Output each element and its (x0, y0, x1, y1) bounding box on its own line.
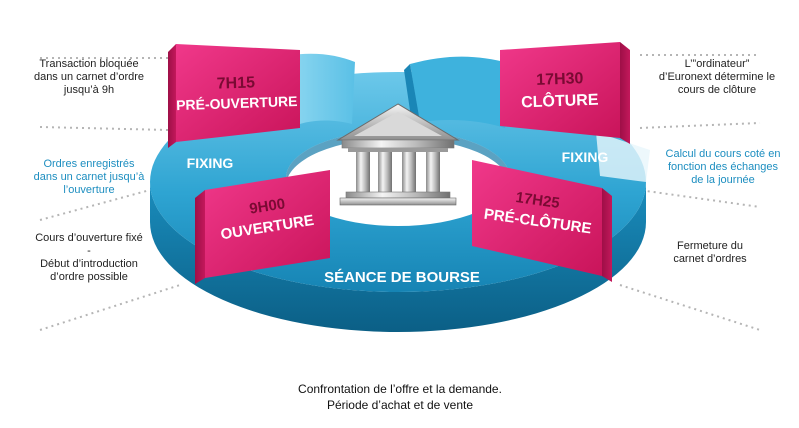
block-cloture: 17H30 CLÔTURE (500, 42, 630, 144)
note-ordres-enregistres: Ordres enregistrés dans un carnet jusqu’… (33, 158, 145, 196)
note-fermeture-carnet: Fermeture du carnet d’ordres (673, 240, 747, 265)
note-calcul-cours: Calcul du cours coté en fonction des éch… (665, 148, 781, 186)
note-cours-ouverture: Cours d’ouverture fixé - Début d’introdu… (35, 232, 143, 283)
cloture-time: 17H30 (536, 70, 584, 89)
ouverture-time: 9H00 (248, 195, 286, 217)
block-preouverture: 7H15 PRÉ-OUVERTURE (168, 44, 300, 148)
fixing-right-label: FIXING (562, 149, 609, 165)
note-transaction-bloquee: Transaction bloquée dans un carnet d’ord… (33, 58, 145, 96)
seance-label: SÉANCE DE BOURSE (324, 269, 480, 286)
caption-line-2: Période d’achat et de vente (326, 398, 474, 412)
precloture-time: 17H25 (515, 189, 561, 212)
connector-lines (39, 54, 761, 331)
fixing-left-label: FIXING (187, 155, 234, 171)
caption: Confrontation de l’offre et la demande. … (200, 381, 600, 413)
bank-building-icon (336, 103, 460, 206)
cloture-label: CLÔTURE (521, 90, 599, 112)
preouverture-label: PRÉ-OUVERTURE (176, 93, 298, 113)
block-precloture: 17H25 PRÉ-CLÔTURE (472, 160, 612, 282)
note-ordinateur-euronext: L’”ordinateur” d’Euronext détermine le c… (658, 58, 776, 96)
preouverture-time: 7H15 (216, 74, 255, 92)
caption-line-1: Confrontation de l’offre et la demande. (298, 382, 502, 396)
block-ouverture: 9H00 OUVERTURE (195, 170, 330, 284)
